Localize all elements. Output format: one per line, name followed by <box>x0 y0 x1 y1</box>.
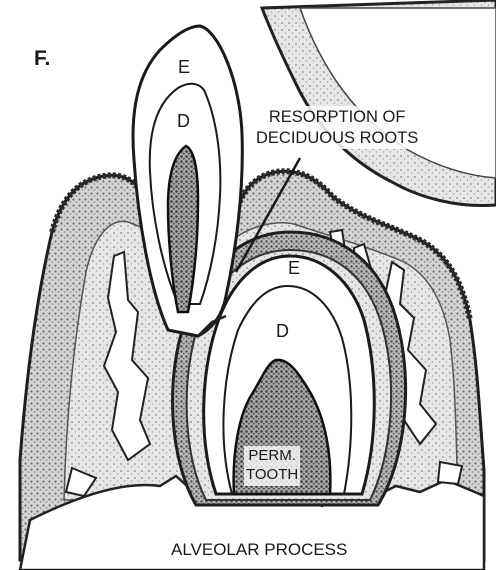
deciduous-enamel-label: E <box>178 58 190 76</box>
permanent-tooth-label: PERM. TOOTH <box>244 446 300 486</box>
permanent-dentin-label: D <box>276 322 289 340</box>
panel-label: F. <box>34 48 50 69</box>
resorption-annotation: RESORPTION OF DECIDUOUS ROOTS <box>252 106 422 149</box>
permanent-enamel-label: E <box>288 259 300 277</box>
deciduous-dentin-label: D <box>177 112 190 130</box>
permanent-tooth-label-line2: TOOTH <box>246 466 298 485</box>
alveolar-process-label: ALVEOLAR PROCESS <box>168 541 350 558</box>
resorption-annotation-line2: DECIDUOUS ROOTS <box>256 128 418 149</box>
permanent-tooth-label-line1: PERM. <box>246 447 298 466</box>
resorption-annotation-line1: RESORPTION OF <box>256 107 418 128</box>
